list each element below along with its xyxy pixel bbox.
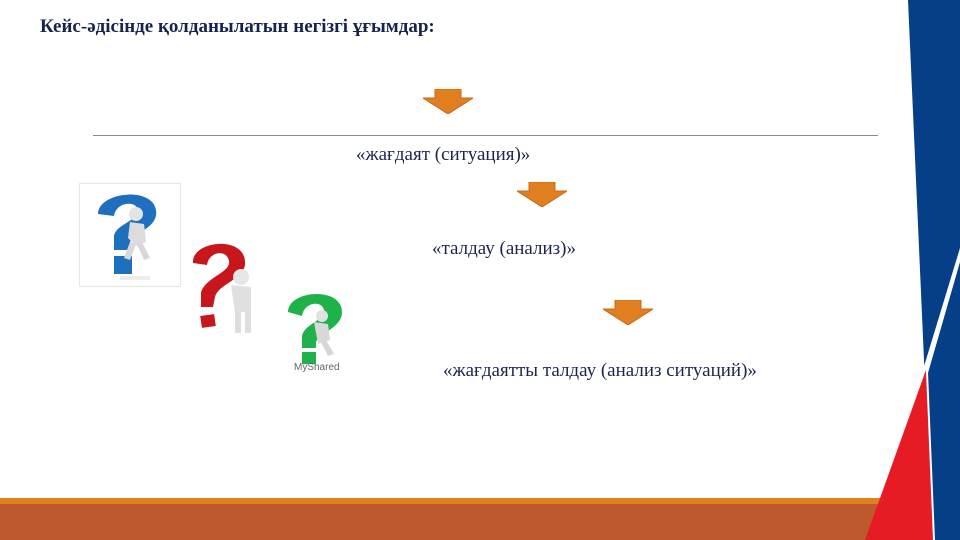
- watermark-text: MyShared: [294, 362, 340, 373]
- bottom-orange-strip: [0, 498, 960, 504]
- down-arrow-icon: [603, 300, 653, 325]
- down-arrow-icon: [423, 89, 473, 114]
- white-stripe: [922, 248, 960, 373]
- red-question-mark-icon: [192, 243, 251, 333]
- slide-title: Кейс-әдісінде қолданылатын негізгі ұғымд…: [40, 16, 435, 37]
- green-question-mark-icon: [288, 293, 342, 364]
- down-arrow-icon: [517, 182, 567, 207]
- blue-question-mark-icon: [98, 194, 157, 280]
- concept-situation: «жағдаят (ситуация)»: [356, 144, 531, 165]
- red-question-image: [185, 235, 263, 338]
- blue-question-image: [80, 184, 180, 286]
- blue-band: [908, 0, 960, 540]
- green-question-image: MyShared: [280, 288, 360, 380]
- divider-line: [93, 135, 878, 136]
- concept-situation-analysis: «жағдаятты талдау (анализ ситуаций)»: [443, 360, 757, 381]
- red-triangle: [865, 370, 933, 540]
- concept-analysis: «талдау (анализ)»: [432, 238, 577, 259]
- bottom-bar: [0, 504, 960, 540]
